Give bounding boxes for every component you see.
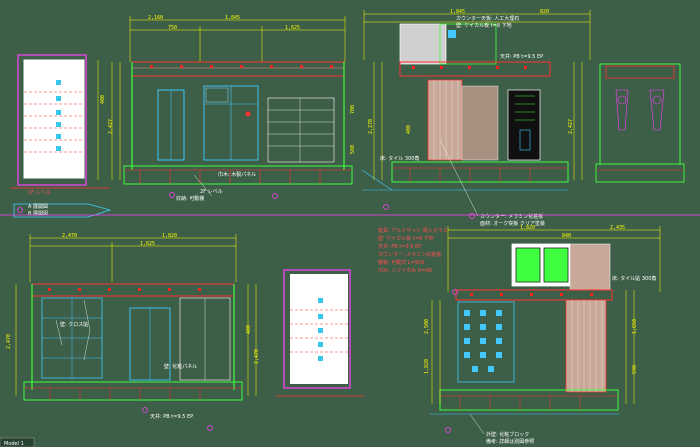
- dim-a-4: 750: [168, 25, 177, 31]
- note-b-2: 壁: ケイカル板 t=8 下地: [456, 22, 512, 29]
- dim-b-side-1: 2,270: [368, 119, 374, 134]
- elevation-d: 1,820 2,435 840: [378, 225, 661, 445]
- elevation-c: 2,470 1,820 1,625: [6, 233, 260, 431]
- dim-d-side-4: 590: [632, 365, 638, 374]
- legend-item-b: B 展開図: [28, 211, 48, 217]
- elevation-b: 1,845 820: [361, 9, 591, 227]
- elevation-small-bottom: [276, 269, 364, 397]
- dim-d-side-3: 1,650: [632, 319, 638, 334]
- note-b-6: 面材: オーク突板 クリア塗装: [480, 220, 545, 227]
- elevation-small-top-right: [595, 63, 685, 183]
- note-b-5: カウンター: メラミン化粧板: [480, 213, 543, 220]
- note-b-3: 天井: PB t=9.5 EP: [500, 53, 543, 60]
- note-d-3: 天井: PB t=9.5 EP: [378, 243, 421, 250]
- dim-b-side-3: 400: [406, 125, 412, 134]
- dim-a-1: 2,160: [148, 15, 163, 21]
- dim-a-side-3: 700: [350, 105, 356, 114]
- note-d-7: 床: タイル貼 300角: [612, 275, 656, 282]
- dim-b-2: 820: [540, 9, 549, 15]
- dim-d-side-1: 2,500: [424, 319, 430, 334]
- legend-item-a: A 展開図: [28, 204, 48, 210]
- note-a-2: 収納: 可動棚: [176, 195, 204, 202]
- dim-c-side-2: 400: [246, 325, 252, 334]
- dim-b-1: 1,845: [450, 9, 465, 15]
- note-a-3: 2F レベル: [200, 189, 223, 195]
- dim-d-1: 1,820: [520, 225, 535, 231]
- dim-d-side-2: 1,820: [424, 359, 430, 374]
- note-c-3: 天井: PB t=9.5 EP: [150, 413, 193, 420]
- note-c-2: 壁: 化粧パネル: [164, 363, 197, 370]
- elevation-small-top-left: 1F レベル: [10, 54, 110, 196]
- note-d-4: カウンター: メラミン化粧板: [378, 251, 441, 258]
- elevation-a: 2,160 1,845 1,625 750: [100, 15, 356, 202]
- dim-d-3: 840: [562, 233, 571, 239]
- note-d-6: 巾木: ソフト巾木 H=60: [378, 267, 432, 274]
- model-tab-label: Model 1: [4, 441, 24, 447]
- dim-c-1: 2,470: [62, 233, 77, 239]
- model-tab[interactable]: Model 1: [0, 437, 35, 447]
- note-b-4: 床: タイル 300角: [380, 155, 419, 162]
- dim-c-side-3: 2,470: [254, 349, 260, 364]
- dim-a-side-4: 580: [350, 145, 356, 154]
- dim-a-side-1: 400: [100, 95, 106, 104]
- dim-c-2: 1,820: [162, 233, 177, 239]
- dim-d-2: 2,435: [610, 225, 625, 231]
- note-d-8: 外壁: 化粧ブロック: [486, 431, 529, 438]
- dim-a-3: 1,625: [285, 25, 300, 31]
- dim-c-side-1: 2,470: [6, 334, 12, 349]
- note-c-1: 壁: クロス貼: [60, 321, 88, 328]
- note-b-1: カウンター天板: 人工大理石: [456, 15, 519, 22]
- dim-b-side-2: 2,427: [568, 119, 574, 134]
- note-a-1: 巾木: 木製パネル: [218, 171, 256, 178]
- notes-list-d: 建具: アルミサッシ 網入ガラス 壁: ケイカル板 t=8 下地 天井: PB …: [378, 227, 448, 274]
- dim-a-side-2: 2,427: [108, 119, 114, 134]
- dim-a-2: 1,845: [225, 15, 240, 21]
- dim-c-3: 1,625: [140, 241, 155, 247]
- note-d-9: 備考: 詳細は別図参照: [486, 438, 534, 445]
- note-d-5: 棚板: 可動式 L=900: [378, 259, 424, 266]
- caption-small-top: 1F レベル: [28, 190, 51, 196]
- note-d-1: 建具: アルミサッシ 網入ガラス: [378, 227, 448, 234]
- note-d-2: 壁: ケイカル板 t=8 下地: [378, 235, 434, 242]
